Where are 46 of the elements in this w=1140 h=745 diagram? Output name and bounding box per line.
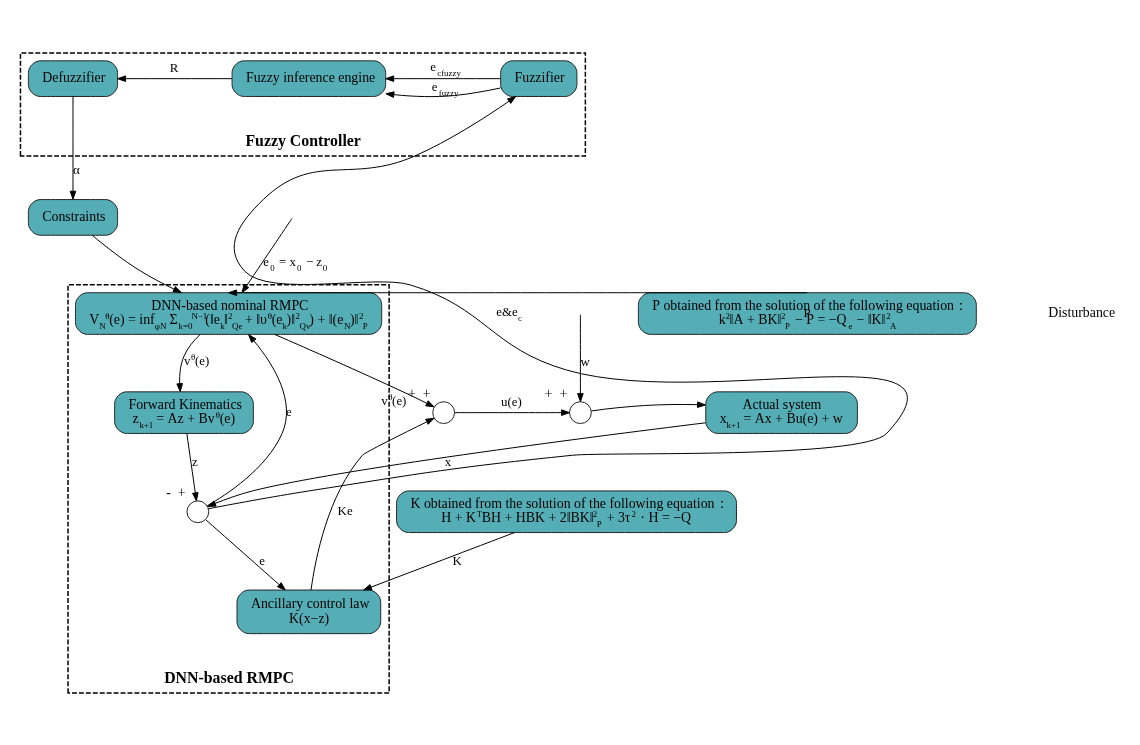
arrow (69, 95, 77, 200)
edge-label: e$_{0}$ = x$_{0}$ − z$_{0}$ (263, 254, 328, 273)
node-box: K obtained from the solution of the following equation： H + K$^{T}$BH + HBK + 2‖BK‖$^{2}$$_{P}$ + 3τ$^{2}$ · H = −Q (396, 489, 737, 533)
edge-label: z (191, 454, 198, 469)
node-box: Ancillary control law K(x−z) (236, 589, 382, 634)
arrow (241, 217, 293, 293)
node-box: Constraints (27, 198, 119, 236)
node-circle (186, 499, 210, 523)
node-label: - + (166, 484, 186, 500)
arrow (385, 87, 501, 98)
edge-label: e (259, 553, 266, 568)
edge-label: e$_{fuzzy}$ (431, 79, 459, 98)
arrow (363, 531, 515, 590)
arrow (205, 518, 286, 590)
node-box: Actual system x$_{k+1}$ = Ax + Bu(e) + w (705, 390, 858, 434)
edge-label: α (72, 162, 80, 177)
arrow (117, 74, 233, 82)
edge-label: e&e$_{c}$ (496, 304, 522, 323)
arrow (590, 400, 706, 411)
arrow (228, 288, 808, 296)
arrow (454, 408, 570, 416)
arrow (206, 333, 287, 506)
edge-label: x (444, 454, 452, 469)
arrow (207, 421, 707, 507)
node-circle (569, 400, 592, 424)
edge-label: v$^{θ}$(e) (183, 351, 210, 368)
arrow (186, 432, 199, 501)
arrow (176, 333, 201, 392)
node-circle (432, 400, 456, 424)
edge-label: e$_{cfuzzy}$ (430, 59, 461, 78)
label: Disturbance (1048, 304, 1116, 320)
arrow (385, 74, 501, 82)
arrow (274, 333, 435, 407)
edge-label: Ke (337, 503, 353, 518)
edge-label: u(e) (501, 394, 522, 409)
arrow (208, 95, 908, 509)
arrow (92, 234, 182, 293)
edge-label: K (452, 553, 462, 568)
arrow (310, 417, 435, 590)
node-label: + + (544, 385, 568, 401)
node-box: Forward Kinematics z$_{k+1}$ = Az + Bv$^{θ}$(e) (114, 390, 254, 434)
edge-label: R (169, 60, 179, 75)
node-box: Fuzzy inference engine (231, 59, 387, 97)
node-box: Defuzzifier (27, 59, 119, 97)
node-box: Fuzzifier (500, 59, 578, 97)
arrow (577, 313, 584, 402)
